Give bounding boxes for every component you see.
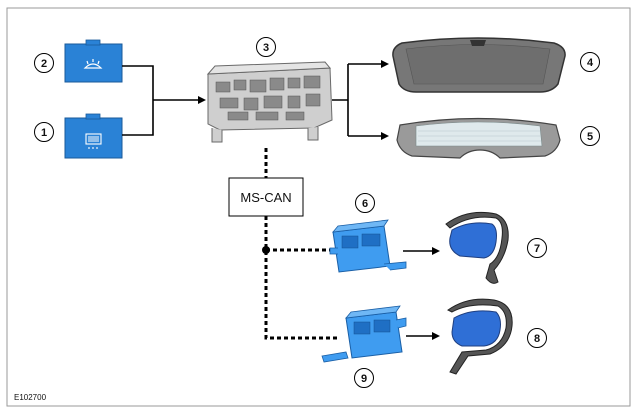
rear-window-defrost-switch (64, 113, 123, 159)
callout-1: 1 (34, 122, 54, 142)
callout-1-number: 1 (41, 127, 47, 139)
callout-4-number: 4 (587, 57, 594, 69)
driver-door-module (329, 219, 407, 273)
ms-can-label-box: MS-CAN (228, 177, 304, 217)
callout-2: 2 (34, 53, 54, 73)
callout-7-number: 7 (534, 243, 540, 255)
callout-9: 9 (354, 368, 374, 388)
connector-blocks (215, 75, 321, 121)
callout-5: 5 (580, 126, 600, 146)
callout-4: 4 (580, 52, 600, 72)
windshield-defrost-icon (83, 59, 103, 69)
callout-9-number: 9 (361, 373, 367, 385)
passenger-door-module (321, 305, 407, 363)
callout-2-number: 2 (41, 58, 47, 70)
callout-8: 8 (527, 328, 547, 348)
signal-wires (122, 63, 432, 337)
callout-3: 3 (256, 37, 276, 57)
network-junction (262, 246, 270, 254)
callout-5-number: 5 (587, 131, 593, 143)
callout-7: 7 (527, 238, 547, 258)
callout-8-number: 8 (534, 333, 540, 345)
passenger-side-mirror (447, 298, 513, 375)
rear-window-defrost-icon (85, 133, 102, 149)
windshield-defrost-switch (64, 39, 123, 83)
windshield-glass (392, 37, 566, 93)
callout-6: 6 (355, 193, 375, 213)
driver-side-mirror (445, 211, 509, 284)
ms-can-network (264, 148, 340, 340)
ms-can-label: MS-CAN (240, 190, 291, 205)
arrowheads (198, 60, 440, 340)
figure-reference: E102700 (14, 393, 47, 402)
callout-6-number: 6 (362, 198, 368, 210)
rear-window-glass (396, 117, 561, 159)
callout-3-number: 3 (263, 42, 269, 54)
body-control-module (206, 61, 333, 143)
